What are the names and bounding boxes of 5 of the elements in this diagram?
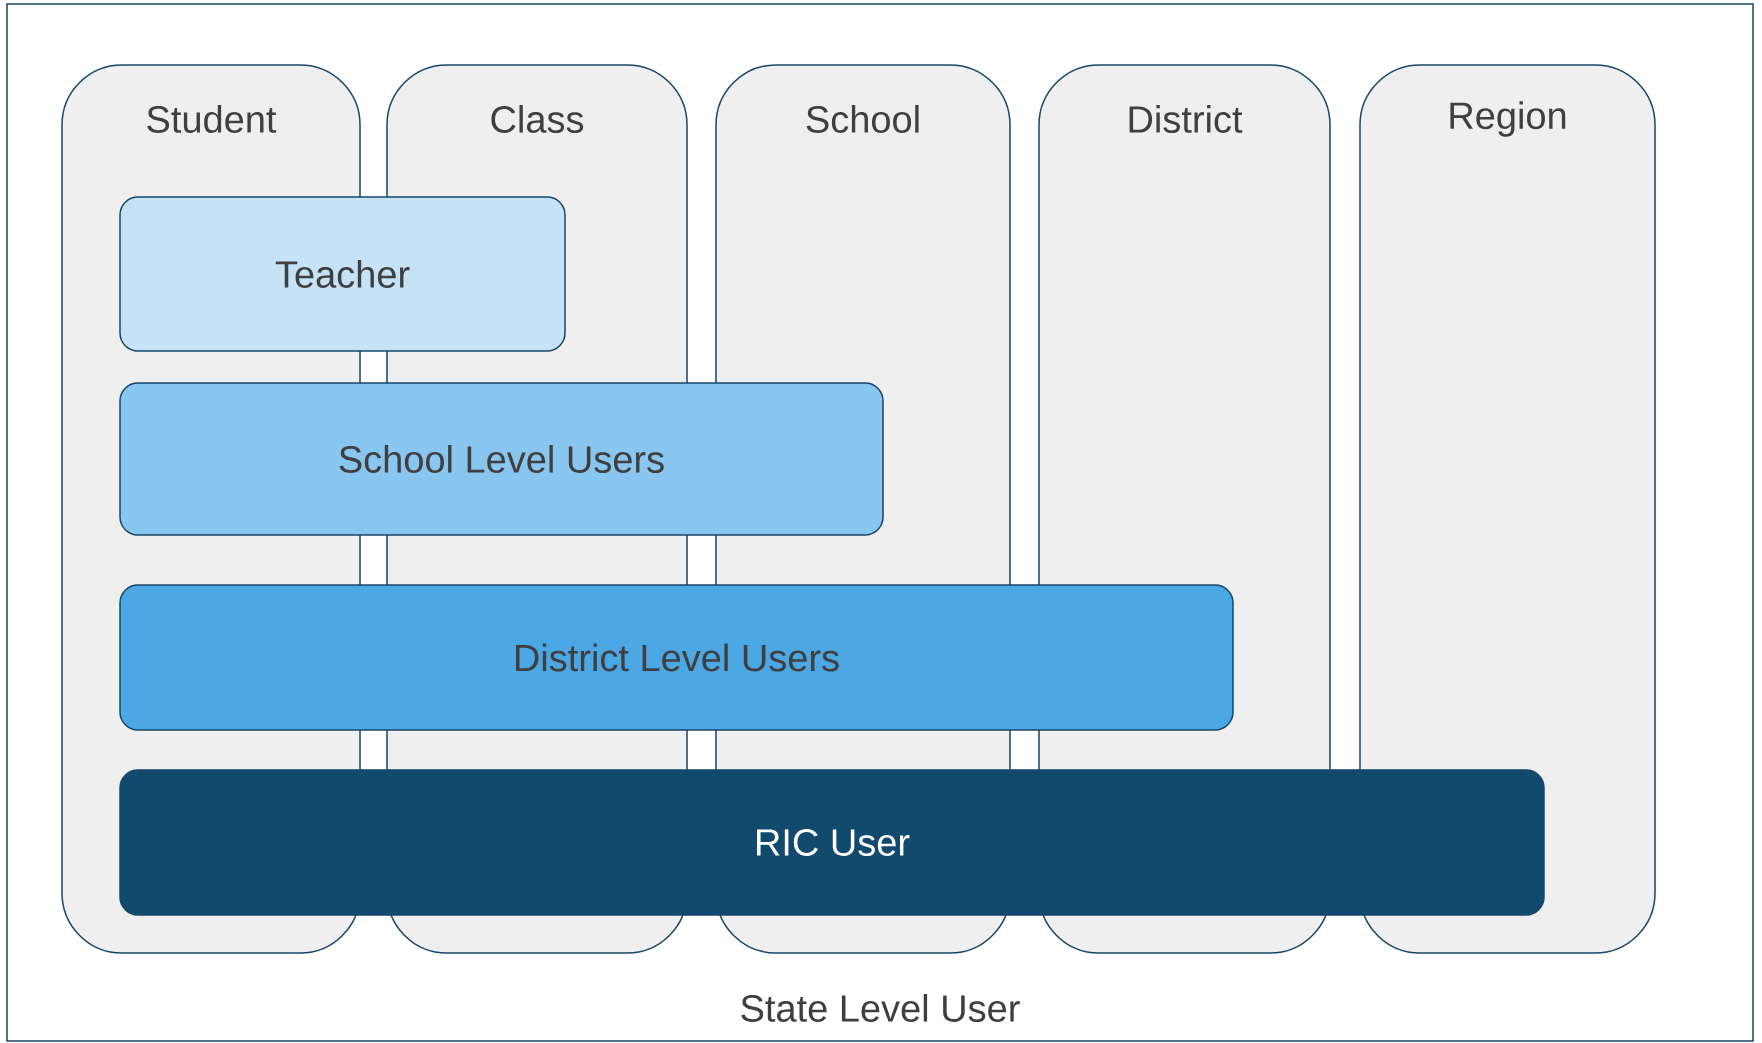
- level-bar: Teacher: [119, 196, 566, 352]
- level-bar: RIC User: [119, 769, 1545, 916]
- level-bar: District Level Users: [119, 584, 1234, 731]
- level-bar: School Level Users: [119, 382, 884, 536]
- column-panel: Region: [1359, 64, 1656, 954]
